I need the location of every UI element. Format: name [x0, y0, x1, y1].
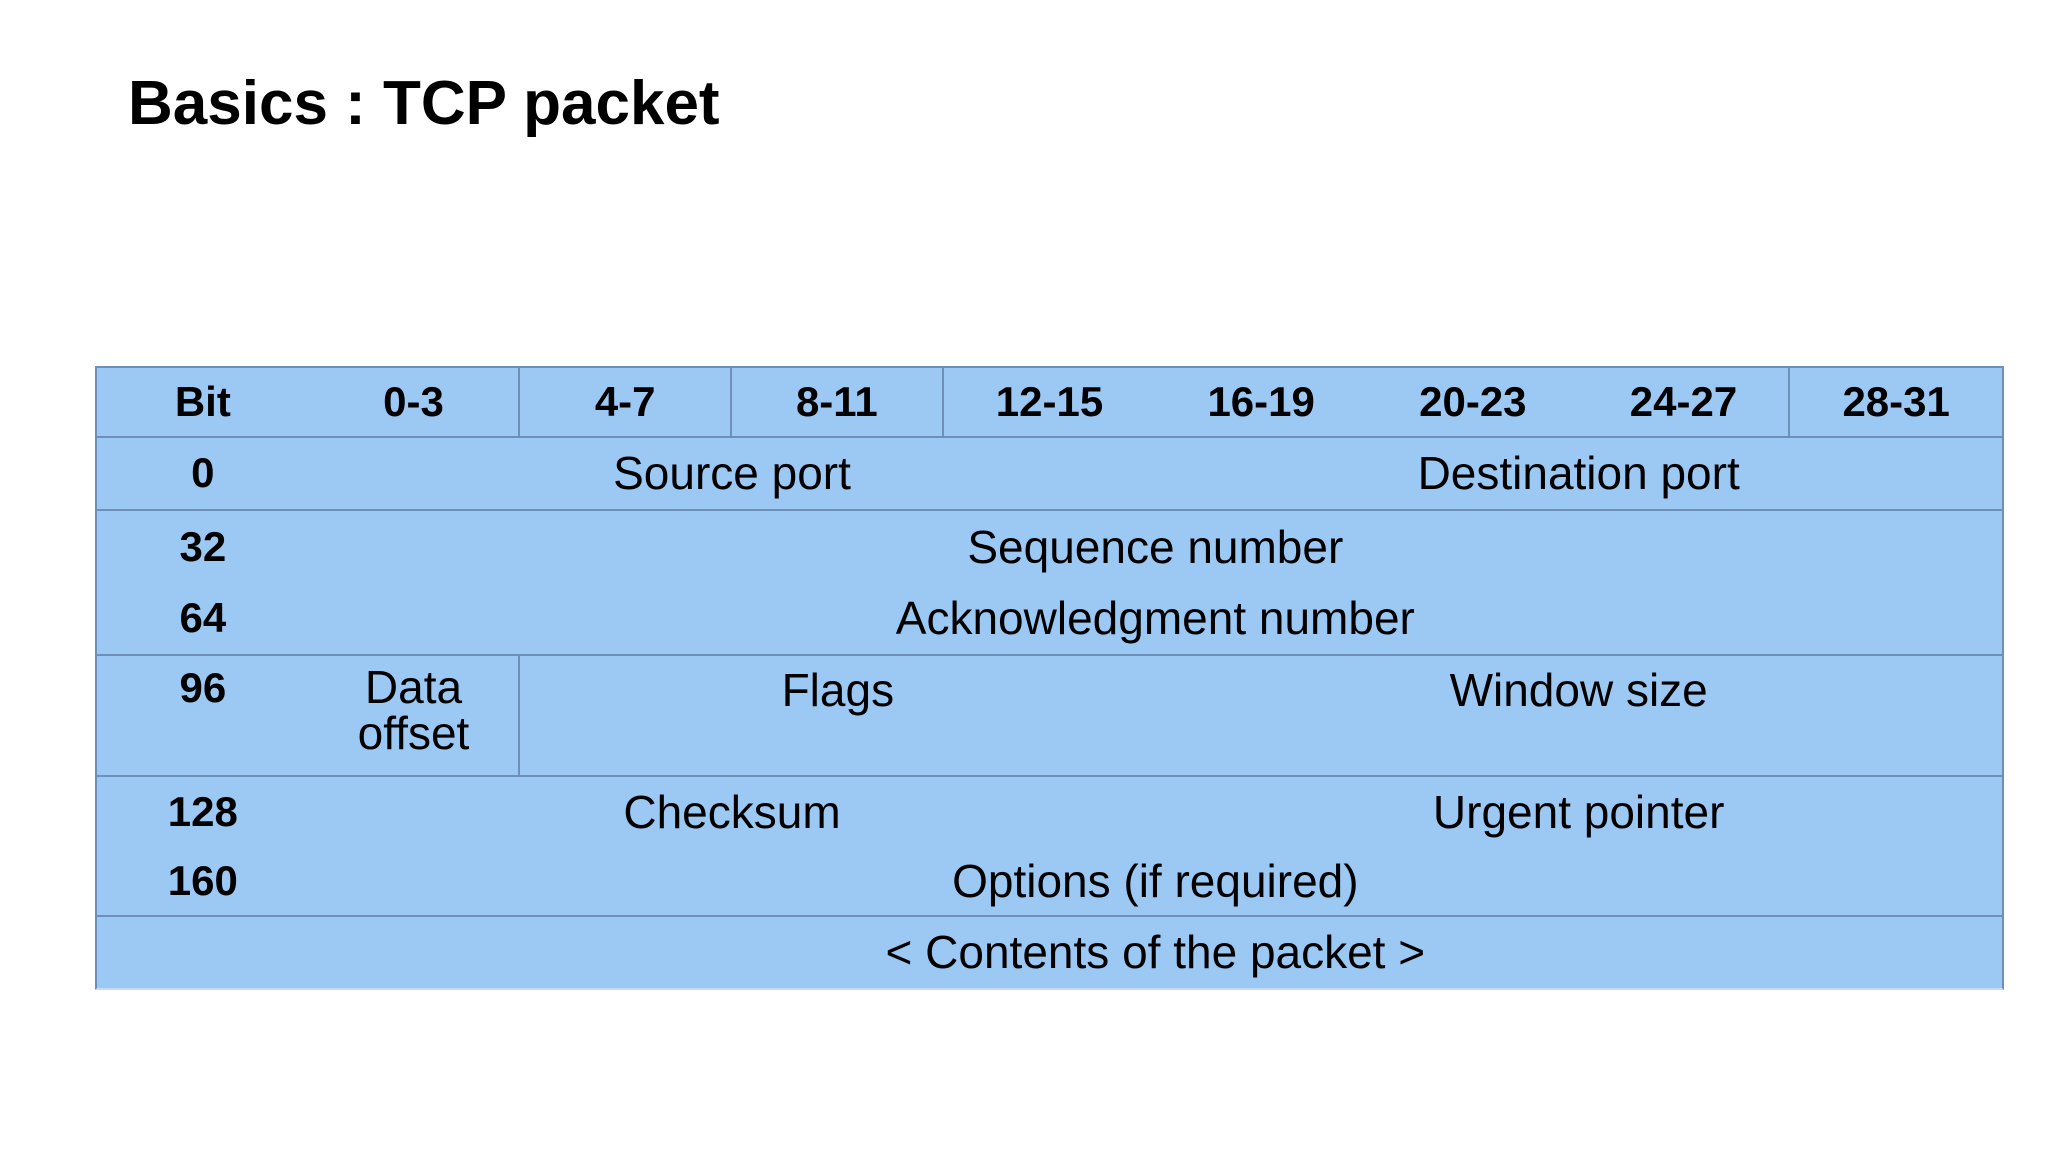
field-data-offset-label: Data offset: [357, 661, 470, 759]
field-urgent-pointer: Urgent pointer: [1432, 785, 1725, 838]
field-acknowledgment-number: Acknowledgment number: [308, 583, 2002, 656]
tcp-packet-table: Bit 0-3 4-7 8-11 12-15 16-19 20-23 24-27…: [95, 366, 2004, 990]
bit-label-96: 96: [97, 656, 309, 777]
header-cell-28-31: 28-31: [1790, 368, 2002, 438]
field-flags: Flags: [520, 656, 1156, 777]
header-cell-24-27: 24-27: [1578, 368, 1791, 438]
field-data-offset: Data offset: [308, 656, 521, 777]
bit-label-0: 0: [97, 438, 309, 511]
header-cell-4-7: 4-7: [520, 368, 732, 438]
field-window-size: Window size: [1155, 656, 2002, 777]
header-cell-20-23: 20-23: [1367, 368, 1579, 438]
header-cell-8-11: 8-11: [732, 368, 944, 438]
bit-label-128: 128: [167, 787, 238, 835]
field-destination-port: Destination port: [1155, 438, 2002, 511]
header-cell-bit: Bit: [97, 368, 309, 438]
header-cell-12-15: 12-15: [943, 368, 1156, 438]
field-sequence-number: Sequence number: [967, 520, 1344, 573]
bit-label-64: 64: [97, 583, 309, 656]
field-packet-contents: < Contents of the packet >: [885, 926, 1426, 979]
bit-label-32: 32: [179, 522, 227, 570]
header-cell-0-3: 0-3: [308, 368, 521, 438]
field-options: Options (if required): [308, 847, 2002, 917]
header-cell-16-19: 16-19: [1155, 368, 1367, 438]
bit-cell-empty: [97, 917, 309, 988]
field-source-port: Source port: [308, 438, 1156, 511]
field-checksum: Checksum: [623, 785, 841, 838]
page-title: Basics : TCP packet: [128, 69, 720, 138]
bit-label-160: 160: [97, 847, 309, 917]
